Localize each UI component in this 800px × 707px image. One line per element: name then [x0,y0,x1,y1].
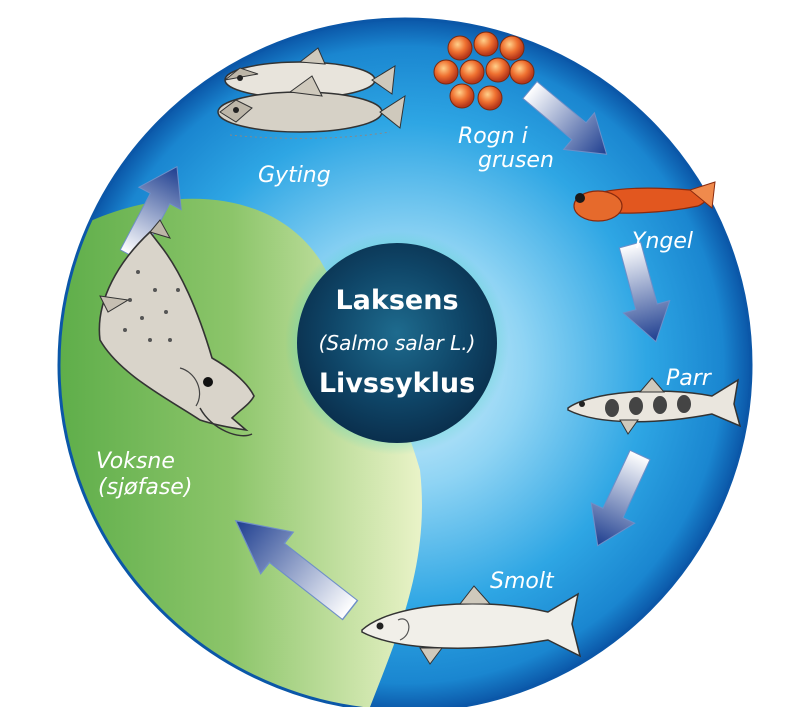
stage-label-adult-line2: (sjøfase) [98,475,192,500]
parr-fish-icon [567,377,742,435]
center-title-2: Livssyklus [319,368,475,399]
center-disc [297,243,497,443]
stage-label-eggs-line2: grusen [478,148,554,173]
smolt-fish-icon [361,585,582,665]
spawning-salmon-pair-icon [217,47,406,139]
center-subtitle: (Salmo salar L.) [319,331,476,355]
egg-cluster-icon [433,31,535,111]
stage-label-parr: Parr [666,366,713,391]
stage-label-spawning: Gyting [258,163,331,188]
alevin-icon [573,181,716,222]
stage-label-alevin: Yngel [632,229,693,254]
center-title: Laksens [335,285,458,316]
stage-label-eggs-line1: Rogn i [458,124,528,149]
adult-salmon-icon [98,219,255,437]
stage-label-adult-line1: Voksne [96,449,175,474]
ring-outline [57,17,753,707]
stage-label-smolt: Smolt [490,569,555,594]
